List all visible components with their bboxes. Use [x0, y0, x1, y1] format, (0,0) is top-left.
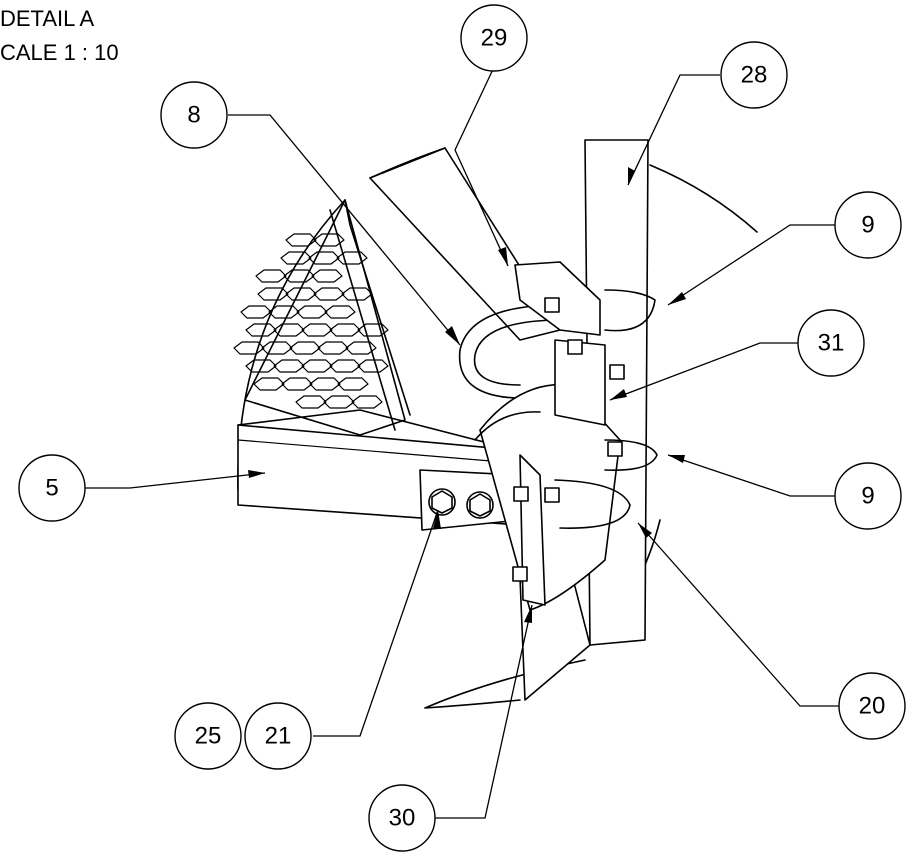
svg-text:29: 29 [481, 25, 508, 52]
mesh-cell [345, 341, 377, 355]
svg-text:9: 9 [861, 212, 874, 239]
leader-lines [85, 64, 845, 819]
mesh-cell [357, 359, 389, 373]
hex-nuts [512, 297, 625, 582]
mesh-cell [308, 251, 340, 265]
mesh-cell [240, 305, 272, 319]
mesh-cell [329, 323, 361, 337]
mesh-cell [255, 269, 287, 283]
balloon-8[interactable]: 8 [160, 81, 228, 149]
balloon-29[interactable]: 29 [460, 4, 528, 72]
balloon-28[interactable]: 28 [720, 41, 788, 109]
leader-arrowheads [248, 167, 686, 623]
balloon-9-upper[interactable]: 9 [834, 191, 902, 259]
svg-text:25: 25 [195, 723, 222, 750]
mesh-cell [245, 323, 277, 337]
mesh-cell [245, 359, 277, 373]
mesh-cell [281, 377, 313, 391]
balloon-9-lower[interactable]: 9 [834, 462, 902, 530]
mesh-cell [329, 359, 361, 373]
mesh-cell [324, 305, 356, 319]
svg-text:30: 30 [389, 805, 416, 832]
balloon-31[interactable]: 31 [797, 309, 865, 377]
svg-text:21: 21 [265, 723, 292, 750]
mesh-cell [296, 305, 328, 319]
detail-scale: CALE 1 : 10 [0, 40, 119, 65]
mesh-cell [280, 251, 312, 265]
mesh-cell [323, 395, 355, 409]
mesh-cell [268, 305, 300, 319]
grating-mesh [233, 199, 411, 436]
balloon-30[interactable]: 30 [368, 784, 436, 852]
mesh-cell [253, 377, 285, 391]
mesh-cell [273, 359, 305, 373]
mesh-cell [313, 233, 345, 247]
mesh-cell [257, 287, 289, 301]
mesh-cell [295, 395, 327, 409]
balloon-21[interactable]: 21 [244, 702, 312, 770]
svg-text:8: 8 [187, 102, 200, 129]
mesh-cell [301, 359, 333, 373]
mesh-cell [301, 323, 333, 337]
mesh-cell [357, 323, 389, 337]
mesh-cell [261, 341, 293, 355]
mesh-cell [285, 233, 317, 247]
diagonal-strut-29 [369, 147, 561, 341]
mesh-cell [336, 251, 368, 265]
mesh-cell [351, 395, 383, 409]
mesh-cell [341, 287, 373, 301]
svg-text:5: 5 [45, 475, 58, 502]
mesh-cell [309, 377, 341, 391]
balloon-20[interactable]: 20 [838, 672, 906, 740]
balloon-25[interactable]: 25 [174, 702, 242, 770]
mesh-cell [273, 323, 305, 337]
svg-text:31: 31 [818, 330, 845, 357]
mesh-cell [285, 287, 317, 301]
mesh-cell [317, 341, 349, 355]
mesh-cell [311, 269, 343, 283]
detail-title: DETAIL A [0, 6, 94, 31]
mesh-cell [233, 341, 265, 355]
svg-text:28: 28 [741, 62, 768, 89]
mesh-cell [313, 287, 345, 301]
u-bolts [458, 289, 658, 529]
svg-text:20: 20 [859, 693, 886, 720]
svg-text:9: 9 [861, 483, 874, 510]
mesh-cell [337, 377, 369, 391]
balloon-5[interactable]: 5 [18, 454, 86, 522]
mesh-cell [289, 341, 321, 355]
mesh-cell [283, 269, 315, 283]
